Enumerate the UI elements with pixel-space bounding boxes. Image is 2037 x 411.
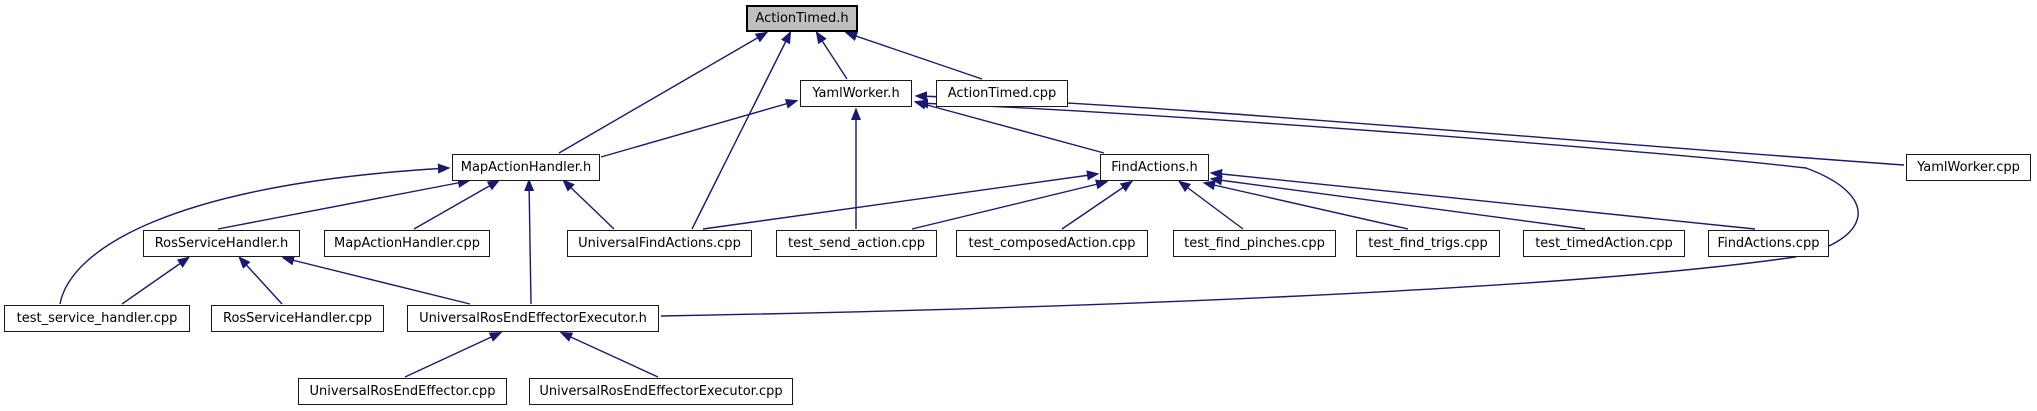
edge-test_timedAction_cpp-to-FindActions_h [1209, 175, 1586, 230]
node-label: ActionTimed.cpp [947, 86, 1057, 101]
node-FindActions_cpp[interactable]: FindActions.cpp [1708, 230, 1829, 257]
edge-UniversalFindActions_cpp-to-FindActions_h [702, 170, 1100, 230]
edge-UniversalRosEndEffector_cpp-to-UniversalRosEndEffectorExecutor_h [404, 331, 503, 378]
node-UniversalFindActions_cpp[interactable]: UniversalFindActions.cpp [567, 230, 752, 257]
node-label: YamlWorker.cpp [1917, 160, 2020, 175]
node-label: MapActionHandler.h [460, 160, 592, 175]
edge-RosServiceHandler_h-to-MapActionHandler_h [217, 177, 471, 230]
edge-UniversalFindActions_cpp-to-ActionTimed_h [691, 30, 792, 230]
node-label: UniversalRosEndEffectorExecutor.h [419, 311, 647, 326]
node-MapActionHandler_cpp[interactable]: MapActionHandler.cpp [324, 230, 490, 257]
node-test_timedAction_cpp[interactable]: test_timedAction.cpp [1523, 230, 1685, 257]
edge-MapActionHandler_h-to-YamlWorker_h [600, 98, 799, 158]
edge-test_find_trigs_cpp-to-FindActions_h [1202, 180, 1409, 230]
edge-UniversalRosEndEffectorExecutor_cpp-to-UniversalRosEndEffectorExecutor_h [559, 331, 659, 378]
node-test_service_handler_cpp[interactable]: test_service_handler.cpp [4, 305, 190, 332]
edge-UniversalFindActions_cpp-to-MapActionHandler_h [562, 179, 615, 230]
node-label: test_composedAction.cpp [968, 236, 1136, 251]
node-label: UniversalRosEndEffectorExecutor.cpp [539, 384, 783, 399]
node-label: YamlWorker.h [812, 86, 900, 101]
node-label: ActionTimed.h [755, 11, 849, 26]
node-test_find_pinches_cpp[interactable]: test_find_pinches.cpp [1173, 230, 1336, 257]
node-label: test_find_trigs.cpp [1368, 236, 1488, 251]
node-YamlWorker_h[interactable]: YamlWorker.h [800, 80, 912, 107]
edge-MapActionHandler_cpp-to-MapActionHandler_h [413, 179, 501, 230]
edge-FindActions_cpp-to-FindActions_h [1209, 169, 1756, 230]
node-UniversalRosEndEffectorExecutor_cpp[interactable]: UniversalRosEndEffectorExecutor.cpp [529, 378, 793, 405]
node-MapActionHandler_h[interactable]: MapActionHandler.h [452, 154, 600, 181]
edge-RosServiceHandler_cpp-to-RosServiceHandler_h [238, 256, 283, 305]
edge-UniversalRosEndEffectorExecutor_h-to-MapActionHandler_h [524, 178, 535, 305]
node-RosServiceHandler_h[interactable]: RosServiceHandler.h [143, 230, 300, 257]
node-YamlWorker_cpp[interactable]: YamlWorker.cpp [1906, 154, 2031, 181]
node-label: UniversalFindActions.cpp [578, 236, 741, 251]
node-label: test_send_action.cpp [787, 236, 926, 251]
node-label: RosServiceHandler.cpp [223, 311, 372, 326]
node-RosServiceHandler_cpp[interactable]: RosServiceHandler.cpp [211, 305, 384, 332]
node-UniversalRosEndEffectorExecutor_h[interactable]: UniversalRosEndEffectorExecutor.h [407, 305, 659, 332]
node-label: MapActionHandler.cpp [334, 236, 480, 251]
node-label: test_find_pinches.cpp [1184, 236, 1325, 251]
edge-test_composedAction_cpp-to-FindActions_h [1061, 180, 1134, 230]
node-label: test_service_handler.cpp [16, 311, 178, 326]
edge-test_find_pinches_cpp-to-FindActions_h [1177, 180, 1244, 230]
edge-test_send_action_cpp-to-FindActions_h [911, 179, 1109, 230]
edge-UniversalRosEndEffectorExecutor_h-to-YamlWorker_h [660, 98, 1859, 317]
node-FindActions_h[interactable]: FindActions.h [1100, 154, 1209, 181]
node-label: RosServiceHandler.h [154, 236, 289, 251]
edge-test_service_handler_cpp-to-RosServiceHandler_h [121, 256, 191, 305]
node-ActionTimed_cpp[interactable]: ActionTimed.cpp [936, 80, 1068, 107]
edge-MapActionHandler_h-to-ActionTimed_h [558, 31, 769, 154]
node-UniversalRosEndEffector_cpp[interactable]: UniversalRosEndEffector.cpp [298, 378, 507, 405]
node-ActionTimed_h: ActionTimed.h [746, 5, 858, 32]
node-label: FindActions.cpp [1717, 236, 1820, 251]
edge-YamlWorker_h-to-ActionTimed_h [815, 30, 848, 80]
node-test_send_action_cpp[interactable]: test_send_action.cpp [776, 230, 937, 257]
node-test_composedAction_cpp[interactable]: test_composedAction.cpp [956, 230, 1148, 257]
node-label: UniversalRosEndEffector.cpp [309, 384, 496, 399]
node-label: FindActions.h [1111, 160, 1198, 175]
node-test_find_trigs_cpp[interactable]: test_find_trigs.cpp [1356, 230, 1500, 257]
edge-UniversalRosEndEffectorExecutor_h-to-RosServiceHandler_h [281, 255, 471, 305]
edge-FindActions_h-to-YamlWorker_h [913, 99, 1105, 154]
edge-ActionTimed_cpp-to-ActionTimed_h [844, 31, 983, 80]
node-label: test_timedAction.cpp [1535, 236, 1673, 251]
